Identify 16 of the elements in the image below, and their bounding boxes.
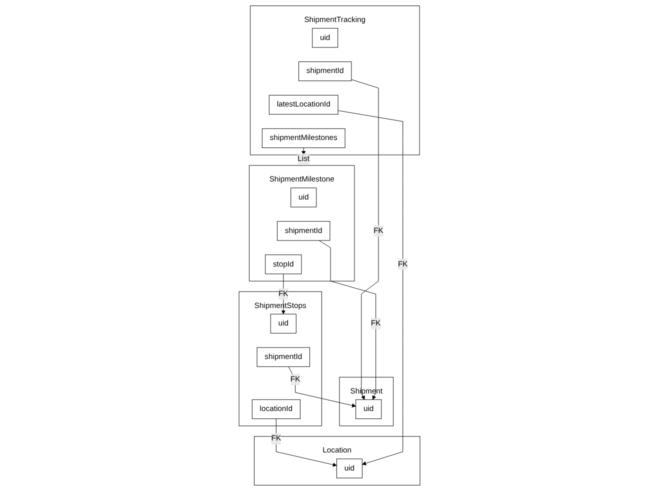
cluster (339, 376, 394, 426)
node-box (277, 221, 330, 241)
cluster (248, 165, 355, 282)
node-box (265, 254, 302, 274)
node-box (336, 458, 362, 478)
node-box (256, 347, 310, 367)
node-box (252, 399, 300, 419)
node-box (268, 94, 338, 115)
node-box (270, 314, 296, 334)
node-box (356, 399, 382, 419)
node-box (298, 62, 352, 82)
cluster (238, 291, 322, 426)
node-box (312, 28, 338, 48)
node-box (290, 188, 317, 208)
node-box (262, 128, 346, 148)
cluster (254, 436, 420, 486)
